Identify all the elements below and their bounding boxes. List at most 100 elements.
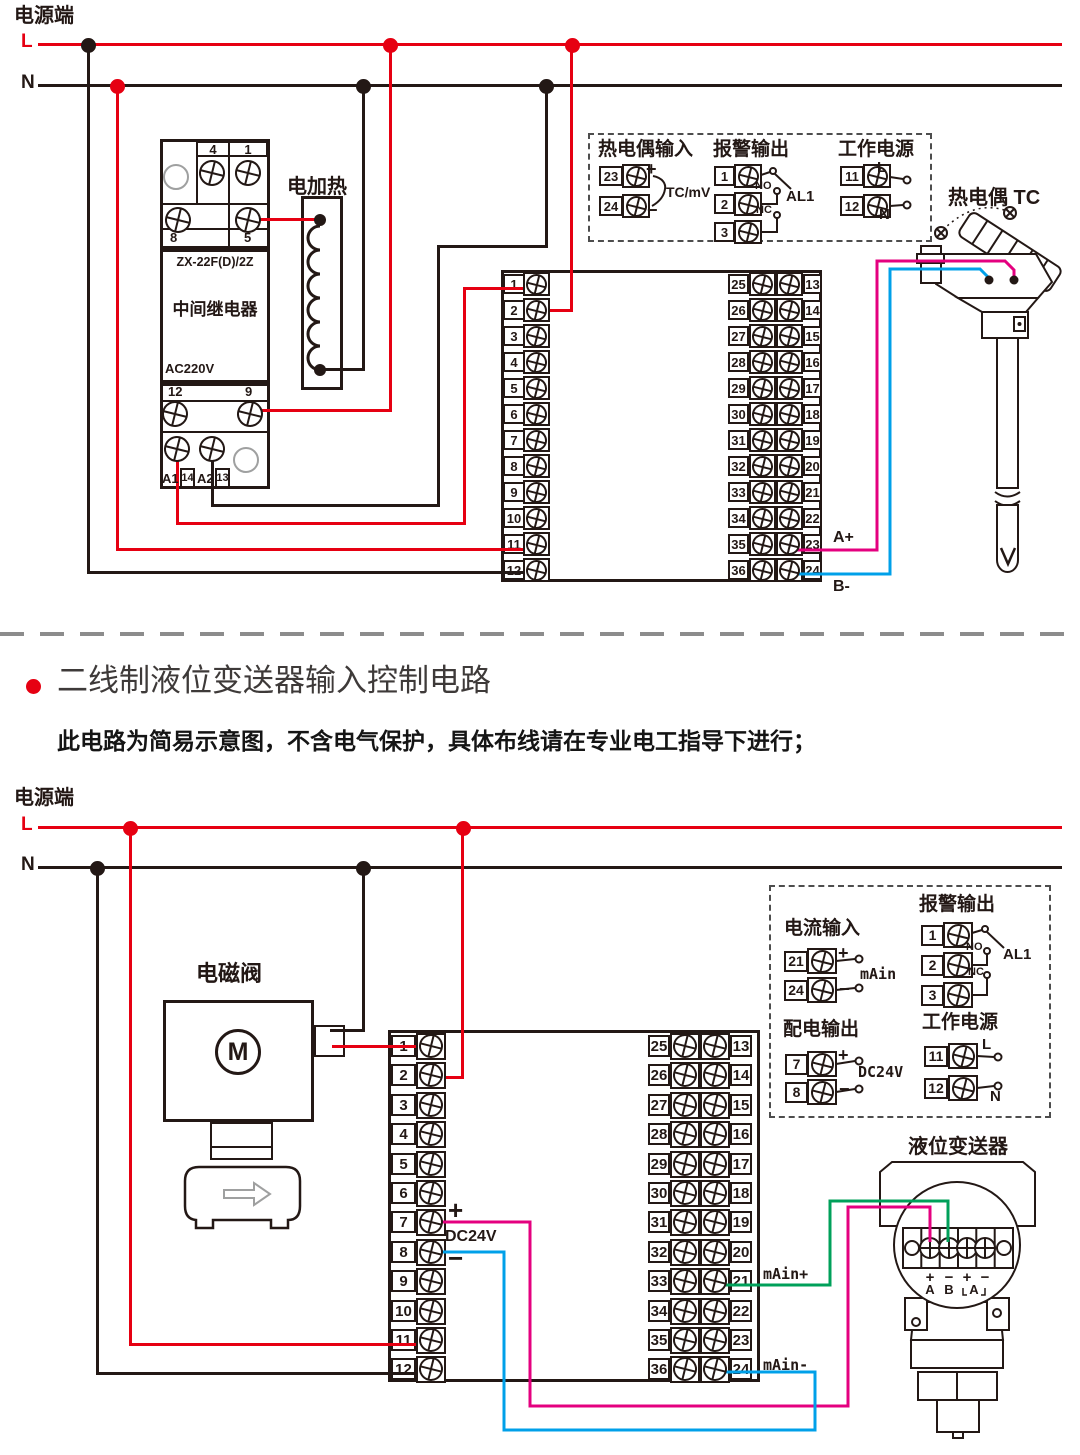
- terminal-bottom-inner-25: 25: [648, 1035, 670, 1057]
- relay-mount-hole: [233, 447, 259, 473]
- main-plus-label: mAin+: [763, 1265, 809, 1283]
- terminal-top-outer-18: 18: [803, 404, 822, 424]
- terminal-top-left-7: 7: [503, 430, 525, 450]
- alarm-name-top: AL1: [786, 188, 815, 205]
- bottom-power-terminal-label: 电源端: [14, 787, 74, 809]
- solenoid-valve-label: 电磁阀: [196, 961, 263, 986]
- terminal-top-inner-29: 29: [728, 378, 749, 398]
- section-divider: [0, 632, 1080, 636]
- wire-l-to-term12: [87, 571, 538, 574]
- current-signal: mAin: [860, 965, 897, 983]
- relay-top-terminal-block: [160, 139, 270, 249]
- bottom-line-n-label: N: [21, 854, 35, 875]
- terminal-top-left-1: 1: [503, 274, 525, 294]
- terminal-bottom-left-12: 12: [391, 1358, 416, 1380]
- valve-neck: [210, 1146, 273, 1160]
- work-power-l-top: L: [877, 159, 887, 176]
- terminal-top-inner-27: 27: [728, 326, 749, 346]
- terminal-top-outer-24: 24: [803, 560, 822, 580]
- valve-neck: [210, 1122, 273, 1148]
- transmitter-label: 液位变送器: [908, 1136, 1008, 1158]
- terminal-bottom-inner-27: 27: [648, 1094, 670, 1116]
- junction-dot: [81, 38, 96, 53]
- terminal-bottom-outer-15: 15: [730, 1094, 752, 1116]
- dist-plus: +: [838, 1045, 849, 1065]
- terminal-top-outer-15: 15: [803, 326, 822, 346]
- terminal-b-minus-label: B-: [833, 578, 850, 595]
- wire-n-to-relay-a2: [437, 245, 548, 248]
- terminal-bottom-outer-14: 14: [730, 1064, 752, 1086]
- top-power-terminal-label: 电源端: [14, 5, 74, 27]
- terminal-bottom-inner-34: 34: [648, 1300, 670, 1322]
- junction-dot: [456, 821, 471, 836]
- alarm-no-top: NO: [755, 180, 772, 192]
- terminal-bottom-left-10: 10: [391, 1300, 416, 1322]
- io-terminal-number: 1: [921, 924, 944, 946]
- terminal-top-outer-22: 22: [803, 508, 822, 528]
- transmitter-terminal-name: A: [925, 1282, 935, 1297]
- alarm-nc-top: NC: [756, 204, 772, 216]
- relay-terminal-number: 9: [245, 384, 253, 399]
- section-subtitle: 此电路为简易示意图，不含电气保护，具体布线请在专业电工指导下进行；: [57, 728, 816, 754]
- current-input-title: 电流输入: [784, 918, 861, 939]
- junction-dot: [356, 79, 371, 94]
- wire-l-to-term11-bottom: [129, 1343, 431, 1346]
- alarm-no-bottom: NO: [966, 941, 983, 953]
- relay-terminal-number: 8: [170, 230, 178, 245]
- terminal-bottom-inner-29: 29: [648, 1153, 670, 1175]
- terminal-top-left-6: 6: [503, 404, 525, 424]
- current-minus: −: [839, 979, 850, 999]
- terminal-bottom-inner-30: 30: [648, 1182, 670, 1204]
- terminal-bottom-outer-13: 13: [730, 1035, 752, 1057]
- wire-l-to-term2-bottom: [431, 1076, 464, 1079]
- bottom-n-line: [38, 866, 1062, 869]
- terminal-top-inner-31: 31: [728, 430, 749, 450]
- wire-a1-to-term1: [463, 287, 466, 525]
- tc-signal: TC/mV: [666, 184, 711, 200]
- wire-n-to-relay-a2: [437, 245, 440, 507]
- terminal-top-inner-34: 34: [728, 508, 749, 528]
- terminal-bottom-inner-33: 33: [648, 1270, 670, 1292]
- relay-terminal-number: 12: [168, 384, 183, 399]
- junction-dot: [383, 38, 398, 53]
- terminal-top-inner-28: 28: [728, 352, 749, 372]
- top-l-line: [38, 43, 1062, 46]
- terminal-a-plus-label: A+: [833, 529, 854, 546]
- wire-n-to-relay-a2: [211, 504, 440, 507]
- terminal-bottom-outer-23: 23: [730, 1329, 752, 1351]
- terminal-bottom-inner-35: 35: [648, 1329, 670, 1351]
- tc-minus: −: [647, 200, 658, 220]
- wire-n-to-relay-a2: [211, 449, 214, 507]
- wire-l-to-relay9: [389, 44, 392, 412]
- terminal-top-inner-26: 26: [728, 300, 749, 320]
- work-power-l-bottom: L: [982, 1036, 992, 1053]
- wire-l-to-term2: [538, 309, 573, 312]
- terminal-top-outer-14: 14: [803, 300, 822, 320]
- terminal-bottom-left-4: 4: [391, 1123, 416, 1145]
- io-terminal-number: 21: [784, 950, 808, 972]
- terminal-top-inner-36: 36: [728, 560, 749, 580]
- relay-coil-label: 13: [215, 468, 230, 488]
- terminal-bottom-outer-24: 24: [730, 1358, 752, 1380]
- relay-voltage: AC220V: [165, 361, 215, 376]
- terminal-bottom-inner-36: 36: [648, 1358, 670, 1380]
- relay-mount-hole: [163, 164, 189, 190]
- wire-l-to-term2: [570, 44, 573, 312]
- io-terminal-number: 8: [785, 1081, 808, 1103]
- heading-bullet: [26, 679, 41, 694]
- terminal-top-outer-19: 19: [803, 430, 822, 450]
- relay-coil-label: A2: [197, 471, 214, 486]
- terminal-top-inner-30: 30: [728, 404, 749, 424]
- wire-a1-to-term1: [176, 522, 466, 525]
- terminal-top-left-5: 5: [503, 378, 525, 398]
- terminal-bottom-inner-28: 28: [648, 1123, 670, 1145]
- valve-motor-symbol: M: [215, 1029, 261, 1075]
- section-title: 二线制液位变送器输入控制电路: [57, 663, 491, 698]
- io-terminal-number: 3: [921, 984, 944, 1006]
- terminal-top-inner-25: 25: [728, 274, 749, 294]
- dc24v-minus: −: [448, 1243, 464, 1273]
- terminal-top-left-3: 3: [503, 326, 525, 346]
- terminal-bottom-inner-32: 32: [648, 1241, 670, 1263]
- tc-plus: +: [646, 159, 657, 179]
